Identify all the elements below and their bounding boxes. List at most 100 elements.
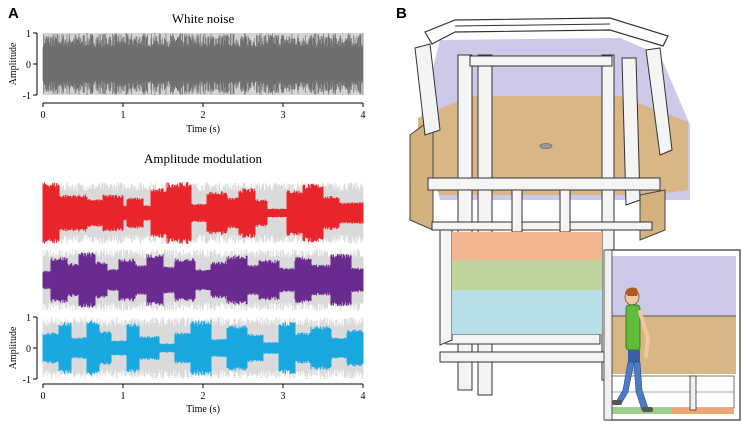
y-tick-label: 1 (26, 29, 31, 40)
am-envelope-segment (190, 320, 212, 376)
am-envelope-segment (190, 203, 208, 223)
x-ticks-bottom: 0 1 2 3 4 (41, 384, 366, 402)
x-tick-label: 0 (41, 391, 46, 402)
am-envelope-segment (42, 270, 52, 290)
am-envelope-segment (278, 267, 296, 293)
am-envelope-segment (338, 202, 364, 224)
x-tick-label: 4 (361, 110, 366, 121)
am-series-3 (42, 317, 364, 379)
floor-object (539, 143, 553, 149)
am-envelope-segment (226, 325, 248, 371)
am-envelope-segment (102, 194, 124, 232)
am-envelope-segment (262, 341, 280, 355)
panel-b-letter: B (396, 5, 407, 22)
am-envelope-segment (246, 334, 264, 362)
panel-a: A White noise Amplitude modulation 1 0 -… (8, 5, 366, 415)
am-envelope-segment (254, 199, 268, 227)
band-green (452, 260, 602, 290)
y-tick-label: 0 (26, 60, 31, 71)
panel-a-letter: A (8, 5, 19, 22)
am-envelope-segment (210, 338, 228, 358)
am-envelope-segment (174, 332, 192, 364)
band-blue (452, 290, 602, 334)
am-envelope-segment (226, 255, 248, 305)
am-envelope-segment (310, 326, 332, 370)
am-envelope-segment (50, 257, 68, 303)
am-envelope-segment (162, 266, 176, 294)
right-side-panel (639, 189, 666, 241)
am-envelope-segment (322, 196, 340, 230)
am-series-1 (42, 182, 364, 244)
x-tick-label: 1 (121, 391, 126, 402)
am-envelope-segment (110, 340, 128, 356)
am-traces (42, 182, 364, 379)
am-envelope-segment (42, 332, 60, 364)
am-envelope-segment (66, 263, 80, 297)
top-ring (424, 17, 669, 47)
am-envelope-segment (122, 205, 128, 221)
white-noise-axes: 1 0 -1 Amplitude 0 1 2 3 4 Time (s) (8, 29, 366, 135)
left-side-panel (409, 117, 434, 231)
am-envelope-segment (58, 194, 88, 232)
am-envelope-segment (98, 331, 112, 365)
am-envelope-segment (286, 190, 304, 236)
am-envelope-segment (166, 182, 192, 244)
am-envelope-segment (126, 323, 140, 373)
am-envelope-segment (206, 191, 228, 235)
x-axis-label: Time (s) (186, 124, 220, 135)
am-envelope-segment (194, 269, 212, 291)
y-tick-label: -1 (23, 91, 31, 102)
am-envelope-segment (118, 258, 136, 302)
am-envelope-segment (346, 329, 364, 367)
am-envelope-segment (294, 256, 312, 304)
am-envelope-segment (126, 197, 144, 229)
x-tick-label: 2 (201, 391, 206, 402)
am-envelope-segment (174, 258, 196, 302)
am-envelope-segment (58, 322, 72, 374)
am-envelope-segment (138, 335, 160, 361)
am-envelope-segment (42, 182, 60, 244)
am-envelope-segment (142, 205, 152, 221)
x-ticks-top: 0 1 2 3 4 (41, 103, 366, 121)
am-envelope-segment (238, 188, 256, 238)
person-figure (612, 287, 653, 412)
am-envelope-segment (70, 337, 88, 359)
y-axis-label: Amplitude (8, 42, 19, 85)
am-envelope-segment (78, 252, 96, 308)
am-envelope-segment (158, 343, 176, 353)
noise-trace (42, 33, 364, 95)
top-ring-line (454, 23, 611, 27)
am-envelope-segment (246, 264, 260, 296)
x-tick-label: 3 (281, 110, 286, 121)
x-tick-label: 0 (41, 110, 46, 121)
x-tick-label: 2 (201, 110, 206, 121)
am-envelope-segment (278, 321, 296, 375)
am-envelope-segment (86, 199, 104, 227)
x-tick-label: 3 (281, 391, 286, 402)
am-envelope-segment (330, 253, 352, 307)
am-envelope-segment (150, 188, 168, 238)
am-envelope-segment (294, 332, 312, 364)
am-envelope-segment (106, 269, 120, 291)
am-envelope-segment (210, 261, 228, 299)
x-tick-label: 4 (361, 391, 366, 402)
am-envelope-segment (134, 264, 148, 296)
y-axis-label: Amplitude (8, 326, 19, 369)
am-series-2 (42, 249, 364, 311)
band-orange (452, 232, 602, 260)
x-axis-label: Time (s) (186, 404, 220, 415)
white-noise-title: White noise (172, 11, 235, 26)
am-title: Amplitude modulation (144, 151, 263, 166)
panel-b: B (396, 5, 741, 421)
am-envelope-segment (146, 254, 164, 306)
noise-line (42, 33, 364, 95)
am-envelope-segment (86, 320, 100, 376)
am-envelope-segment (266, 208, 288, 218)
x-tick-label: 1 (121, 110, 126, 121)
y-tick-label: 0 (26, 344, 31, 355)
am-envelope-segment (258, 259, 280, 301)
am-envelope-segment (226, 197, 240, 229)
am-envelope-segment (310, 264, 332, 296)
